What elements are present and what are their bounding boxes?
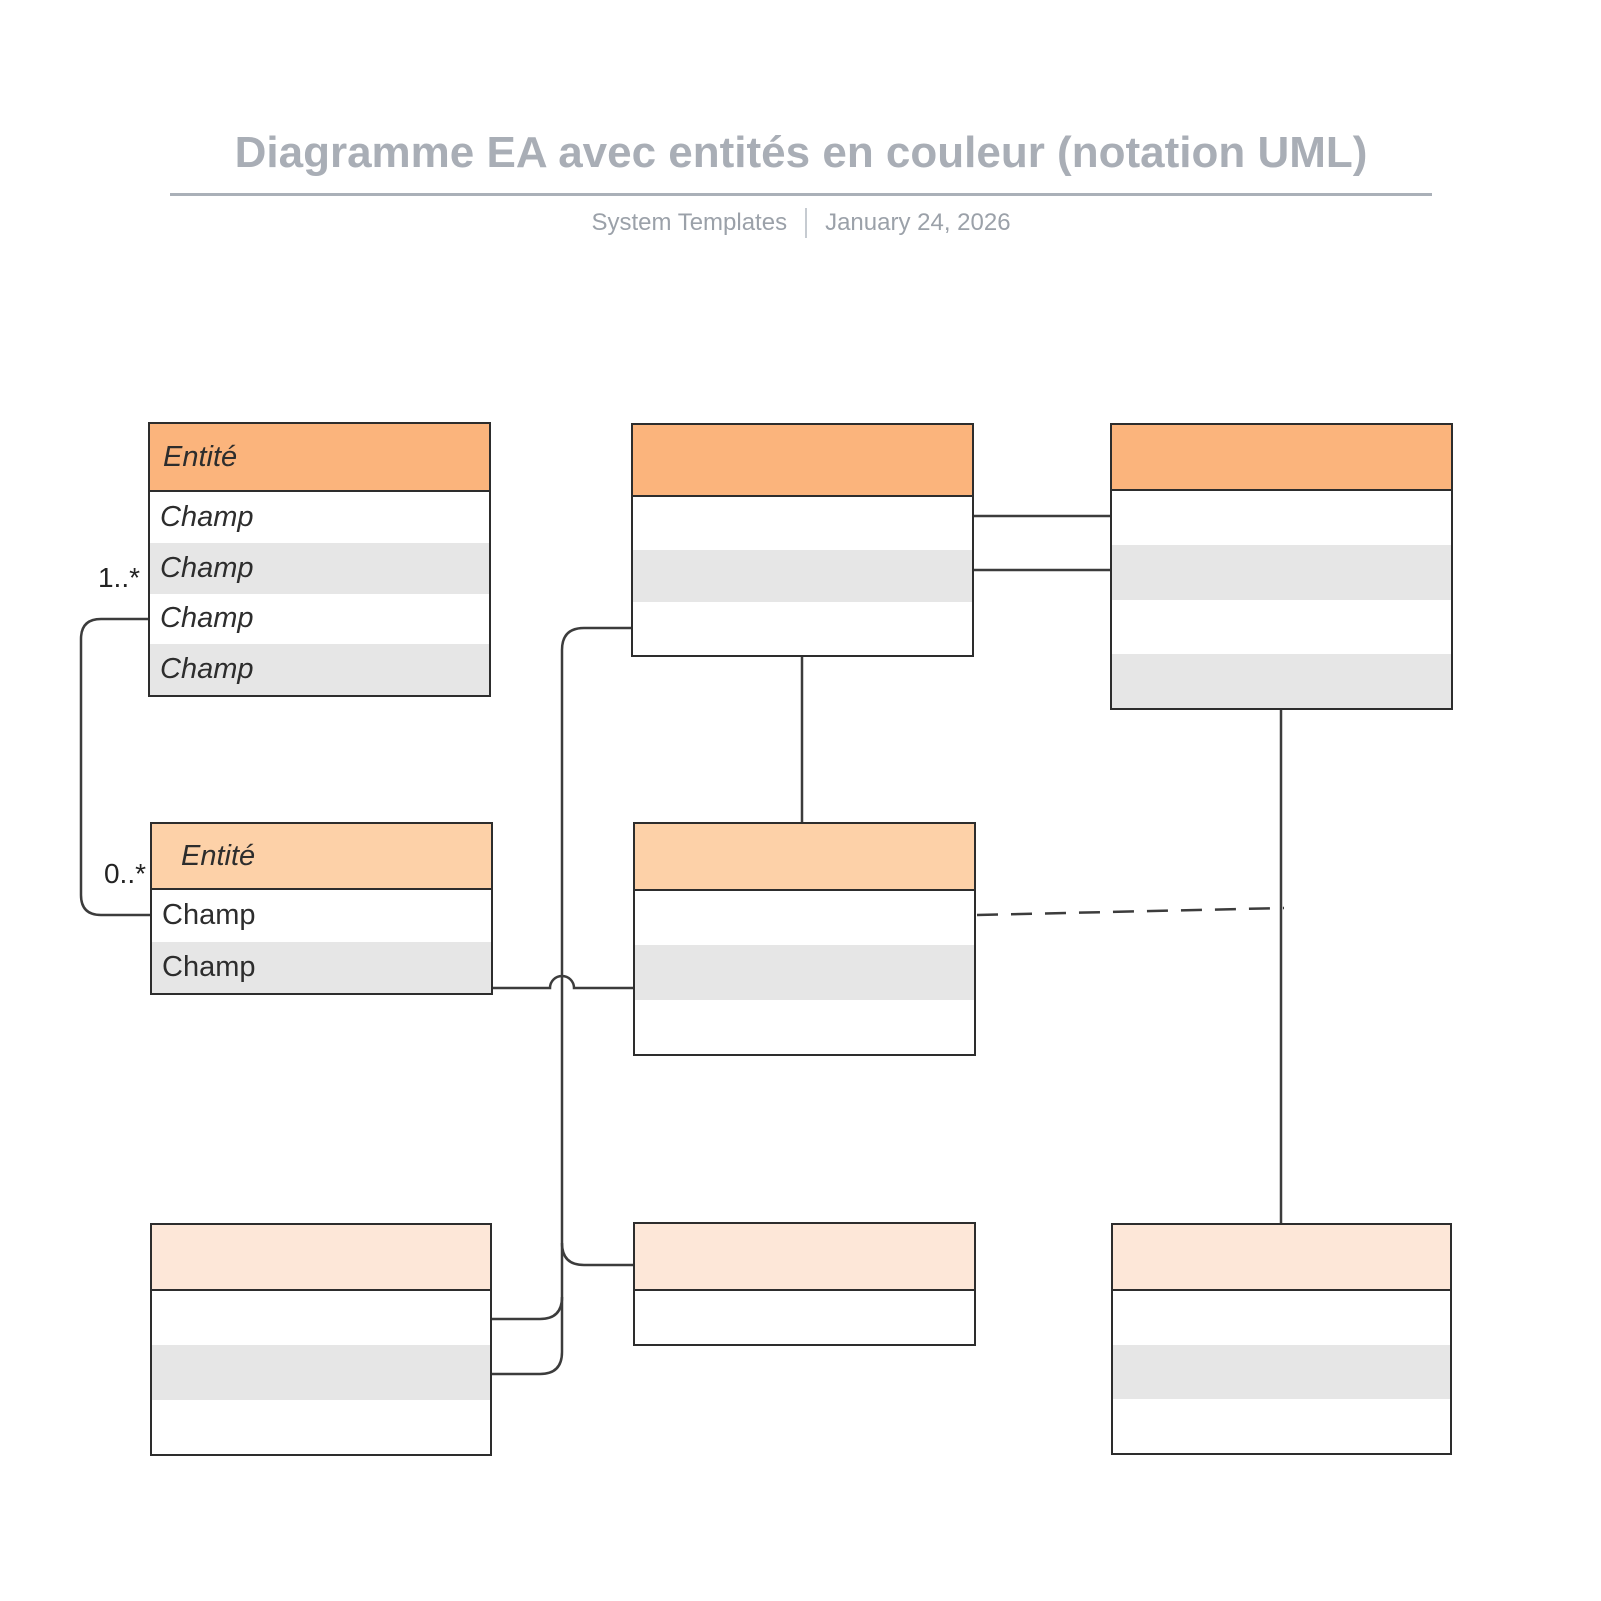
entity-title: Entité xyxy=(181,839,256,872)
entity-bottom-right xyxy=(1111,1223,1452,1455)
subtitle-source: System Templates xyxy=(591,208,788,236)
entity-row: Champ xyxy=(160,602,254,635)
entity-row xyxy=(1113,1345,1450,1399)
entity-row xyxy=(1112,653,1451,708)
entity-row xyxy=(633,497,972,550)
entity-row xyxy=(1113,1291,1450,1345)
entity-top-right xyxy=(1110,423,1453,710)
entity-bottom-middle xyxy=(633,1222,976,1346)
diagram-title-block: Diagramme EA avec entités en couleur (no… xyxy=(170,128,1432,238)
multiplicity-label-top: 1..* xyxy=(97,562,140,593)
entity-bottom-left xyxy=(150,1223,492,1456)
connector-trunk-bottommid-corner xyxy=(560,1242,633,1267)
connector-trunk-top-corner xyxy=(560,626,631,651)
subtitle-date: January 24, 2026 xyxy=(825,208,1011,236)
entity-header xyxy=(635,1224,974,1291)
entity-row xyxy=(635,945,974,1000)
entity-body xyxy=(635,891,974,1054)
entity-top-middle xyxy=(631,423,974,657)
connector-dashed-dependency xyxy=(976,906,1285,917)
entity-header xyxy=(635,824,974,891)
connector-midleft-midcenter-hop xyxy=(493,974,633,990)
entity-row: Champ xyxy=(150,542,489,594)
page-title: Diagramme EA avec entités en couleur (no… xyxy=(170,128,1432,196)
entity-row: Champ xyxy=(150,644,489,695)
entity-row: Champ xyxy=(162,899,256,932)
entity-body xyxy=(1113,1291,1450,1453)
entity-body: Champ Champ xyxy=(152,890,491,993)
entity-row xyxy=(152,1400,490,1454)
entity-row xyxy=(635,1000,974,1054)
entity-top-left: Entité Champ Champ Champ Champ xyxy=(148,422,491,697)
entity-body: Champ Champ Champ Champ xyxy=(150,492,489,695)
multiplicity-label-bottom: 0..* xyxy=(103,858,146,889)
entity-body xyxy=(635,1291,974,1344)
entity-header: Entité xyxy=(150,424,489,492)
entity-row xyxy=(633,549,972,603)
connector-left-loop xyxy=(79,617,150,917)
entity-row xyxy=(635,891,974,945)
entity-body xyxy=(152,1291,490,1454)
connector-branch-bottomleft-2 xyxy=(492,1351,564,1376)
subtitle: System Templates January 24, 2026 xyxy=(170,207,1432,238)
entity-row xyxy=(152,1345,490,1400)
entity-row xyxy=(635,1291,974,1344)
entity-row xyxy=(1112,600,1451,654)
entity-middle-left: Entité Champ Champ xyxy=(150,822,493,995)
entity-middle-center xyxy=(633,822,976,1056)
entity-header xyxy=(152,1225,490,1291)
entity-title: Entité xyxy=(163,440,238,473)
entity-header xyxy=(1113,1225,1450,1291)
entity-row: Champ xyxy=(160,500,254,533)
entity-header xyxy=(1112,425,1451,491)
entity-row xyxy=(633,602,972,655)
connector-branch-bottomleft-1 xyxy=(492,1296,564,1321)
entity-body xyxy=(633,497,972,655)
entity-row xyxy=(152,1291,490,1345)
entity-row xyxy=(1113,1399,1450,1453)
entity-header: Entité xyxy=(152,824,491,890)
subtitle-separator xyxy=(805,207,808,238)
entity-header xyxy=(633,425,972,497)
entity-body xyxy=(1112,491,1451,708)
entity-row xyxy=(1112,491,1451,545)
entity-row: Champ xyxy=(152,941,491,993)
entity-row xyxy=(1112,545,1451,600)
